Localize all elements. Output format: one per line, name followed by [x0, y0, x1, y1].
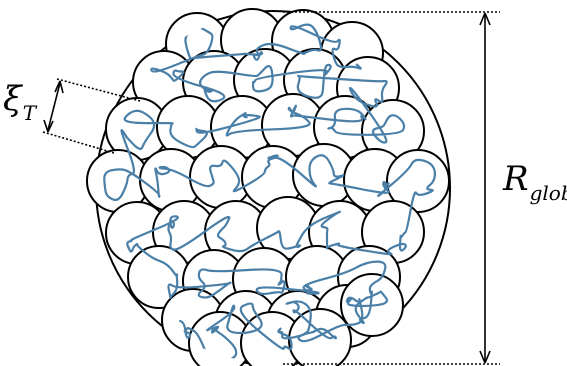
- thermal-blobs: [87, 9, 449, 366]
- blob-size-arrow: [48, 83, 60, 130]
- blob-size-guide-upper: [57, 79, 140, 101]
- globule-radius-label: Rglob: [502, 159, 567, 205]
- blob-size-label: ξT: [3, 79, 38, 125]
